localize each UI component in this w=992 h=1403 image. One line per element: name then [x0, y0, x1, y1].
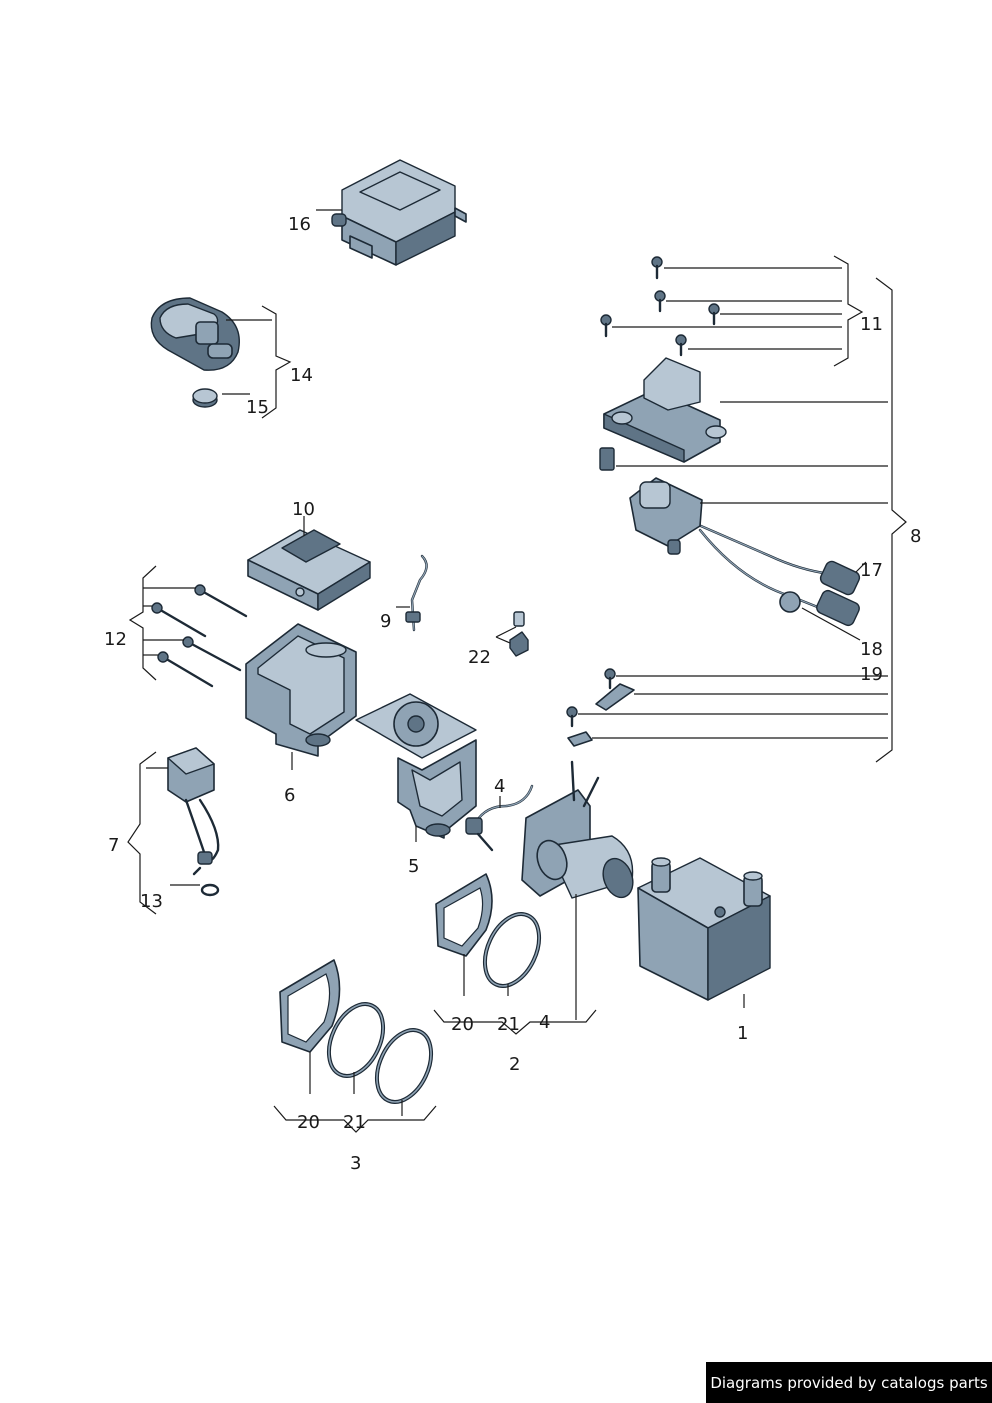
- o-ring-21-b: [326, 1002, 386, 1078]
- bracket-8: [603, 357, 727, 463]
- label-6: 6: [284, 785, 295, 806]
- housing-6: [245, 623, 357, 757]
- ring-13: [200, 883, 220, 897]
- control-unit-16: [331, 159, 467, 266]
- label-15: 15: [246, 397, 269, 418]
- screws-12: [151, 584, 248, 688]
- label-10: 10: [292, 499, 315, 520]
- footer-text: Diagrams provided by catalogs parts: [710, 1373, 988, 1392]
- label-20-group2: 20: [451, 1014, 474, 1035]
- o-ring-21-a: [482, 912, 542, 988]
- wire-sensor-4: [465, 784, 534, 852]
- label-3: 3: [350, 1153, 361, 1174]
- remote-fob-14: [150, 297, 240, 371]
- label-19: 19: [860, 664, 883, 685]
- sensor-9: [405, 554, 428, 632]
- label-12: 12: [104, 629, 127, 650]
- label-21-group3: 21: [343, 1112, 366, 1133]
- leader-lines: [127, 209, 907, 1133]
- metering-pump-8: [629, 477, 832, 610]
- label-22: 22: [468, 647, 491, 668]
- screws-11: [600, 256, 720, 357]
- burner-4: [521, 760, 634, 899]
- screw-19: [566, 668, 616, 728]
- blower-5: [355, 693, 477, 839]
- o-ring-21-c: [374, 1028, 434, 1104]
- label-8: 8: [910, 526, 921, 547]
- clip-8: [599, 447, 615, 471]
- battery-15: [192, 388, 218, 408]
- cover-10: [247, 529, 371, 611]
- plug-22: [509, 611, 529, 657]
- label-9: 9: [380, 611, 391, 632]
- label-5: 5: [408, 856, 419, 877]
- label-2: 2: [509, 1054, 520, 1075]
- harness-7: [167, 747, 220, 876]
- footer-credit: Diagrams provided by catalogs parts: [706, 1362, 992, 1403]
- heat-exchanger-1: [637, 857, 771, 1001]
- label-14: 14: [290, 365, 313, 386]
- label-13: 13: [140, 891, 163, 912]
- label-18: 18: [860, 639, 883, 660]
- part-labels: 16 14 15 10 12 9 22 6 7 13 5 4 1 20 21 4…: [104, 214, 921, 1174]
- brackets-small-8: [567, 683, 635, 747]
- gasket-20-b: [279, 959, 341, 1053]
- label-17: 17: [860, 560, 883, 581]
- label-21-group2: 21: [497, 1014, 520, 1035]
- connector-18: [779, 589, 860, 627]
- label-20-group3: 20: [297, 1112, 320, 1133]
- connector-17: [819, 560, 861, 596]
- label-16: 16: [288, 214, 311, 235]
- gasket-20-a: [435, 873, 493, 957]
- label-1: 1: [737, 1023, 748, 1044]
- label-4-small: 4: [494, 776, 505, 797]
- label-7: 7: [108, 835, 119, 856]
- label-4-group2: 4: [539, 1012, 550, 1033]
- label-11: 11: [860, 314, 883, 335]
